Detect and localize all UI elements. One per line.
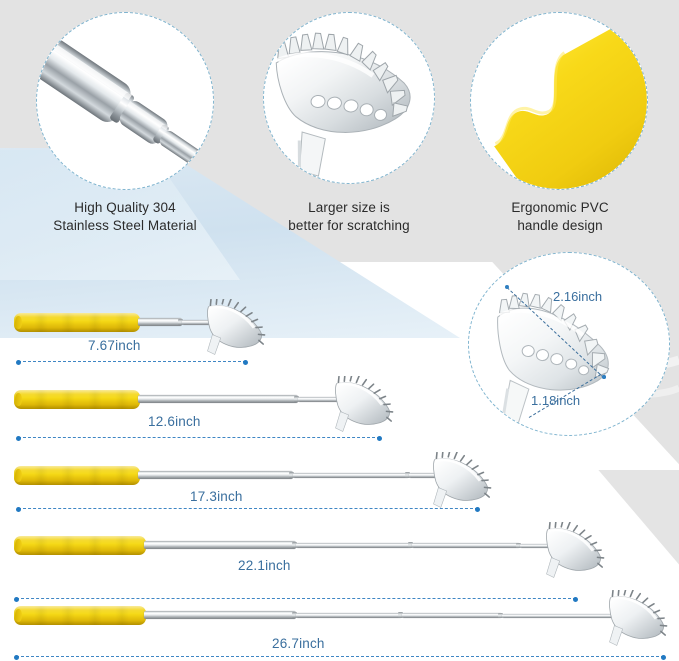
head-icon-1 xyxy=(207,296,266,355)
rod-3-seg3 xyxy=(409,473,437,478)
rod-1-seg2 xyxy=(182,319,212,325)
steel-tube-photo xyxy=(37,13,213,189)
handle-2 xyxy=(14,390,140,409)
length-label-5: 26.7inch xyxy=(272,636,325,651)
handle-5 xyxy=(14,606,146,625)
rod-5-seg2 xyxy=(296,612,402,618)
head-icon-3 xyxy=(433,449,492,508)
rod-2-seg2 xyxy=(298,396,340,402)
dimension-dot-head-width-start xyxy=(505,285,509,289)
rod-4-seg4 xyxy=(520,543,550,548)
rod-joint-3 xyxy=(289,472,294,478)
rod-3-seg2 xyxy=(293,472,409,478)
feature-caption-pvc-handle: Ergonomic PVC handle design xyxy=(511,200,609,233)
measurement-dot-4-end xyxy=(573,597,578,602)
measurement-dot-3-end xyxy=(475,507,480,512)
scratcher-row-3 xyxy=(0,446,679,516)
rod-1 xyxy=(138,318,182,326)
measurement-dot-2-end xyxy=(377,436,382,441)
feature-caption-steel-material: High Quality 304 Stainless Steel Materia… xyxy=(53,200,197,233)
rod-4-seg3 xyxy=(412,543,520,548)
length-label-4: 22.1inch xyxy=(238,558,291,573)
scratcher-row-4 xyxy=(0,516,679,586)
rod-5-seg3 xyxy=(402,613,502,618)
measurement-dot-2-start xyxy=(16,436,21,441)
rod-joint-4 xyxy=(292,542,297,548)
rod-2 xyxy=(138,395,298,403)
handle-3 xyxy=(14,466,140,485)
measurement-dot-1-start xyxy=(16,360,21,365)
measurement-line-5 xyxy=(14,655,666,660)
scratcher-row-1 xyxy=(0,296,679,370)
scratcher-head-1 xyxy=(204,296,266,357)
stainless-steel-tube-icon xyxy=(37,13,213,189)
handle-1 xyxy=(14,313,140,332)
dimension-label-head-height: 1.18inch xyxy=(531,393,581,408)
measurement-line-1 xyxy=(16,360,248,365)
rod-4-seg2 xyxy=(296,542,412,548)
rod-5-seg4 xyxy=(502,613,616,618)
measurement-dot-4-start xyxy=(14,597,19,602)
pvc-handle-photo xyxy=(471,13,647,189)
length-label-1: 7.67inch xyxy=(88,338,141,353)
measurement-line-4 xyxy=(14,597,578,602)
scratcher-row-5 xyxy=(0,586,679,656)
feature-circle-steel-material xyxy=(36,12,214,190)
rod-joint-4b xyxy=(408,542,413,548)
scratcher-row-2 xyxy=(0,370,679,440)
measurement-dot-1-end xyxy=(243,360,248,365)
rod-joint-3b xyxy=(405,472,410,478)
head-icon-4 xyxy=(546,519,605,578)
head-icon-5 xyxy=(609,587,668,646)
dimension-label-head-width: 2.16inch xyxy=(553,289,603,304)
head-detail-circle: 2.16inch 1.18inch xyxy=(468,252,670,436)
rod-joint-4c xyxy=(516,542,521,548)
scratcher-head-icon xyxy=(275,32,411,177)
feature-circle-larger-size xyxy=(263,12,435,184)
dimension-dot-head-height-end xyxy=(602,375,606,379)
measurement-dot-5-end xyxy=(661,655,666,660)
length-label-3: 17.3inch xyxy=(190,489,243,504)
measurement-line-3 xyxy=(16,507,480,512)
rod-joint-5c xyxy=(498,612,503,618)
rod-joint-5b xyxy=(398,612,403,618)
scratcher-head-4 xyxy=(543,519,605,580)
measurement-line-2 xyxy=(16,436,382,441)
scratcher-head-photo xyxy=(264,13,434,183)
rod-3 xyxy=(138,471,293,479)
rod-4 xyxy=(144,541,296,549)
scratcher-head-5 xyxy=(606,587,668,648)
scratcher-head-3 xyxy=(430,449,492,510)
length-label-2: 12.6inch xyxy=(148,414,201,429)
rod-joint-5 xyxy=(292,612,297,618)
handle-4 xyxy=(14,536,146,555)
rod-5 xyxy=(144,611,296,619)
scratcher-head-2 xyxy=(332,373,394,434)
feature-caption-larger-size: Larger size is better for scratching xyxy=(288,200,410,233)
rod-joint-2 xyxy=(294,396,299,402)
measurement-dot-3-start xyxy=(16,507,21,512)
yellow-pvc-handle-icon xyxy=(494,13,647,189)
rod-joint-1 xyxy=(178,319,183,325)
measurement-dot-5-start xyxy=(14,655,19,660)
head-icon-2 xyxy=(335,373,394,432)
feature-circle-pvc-handle xyxy=(470,12,648,190)
